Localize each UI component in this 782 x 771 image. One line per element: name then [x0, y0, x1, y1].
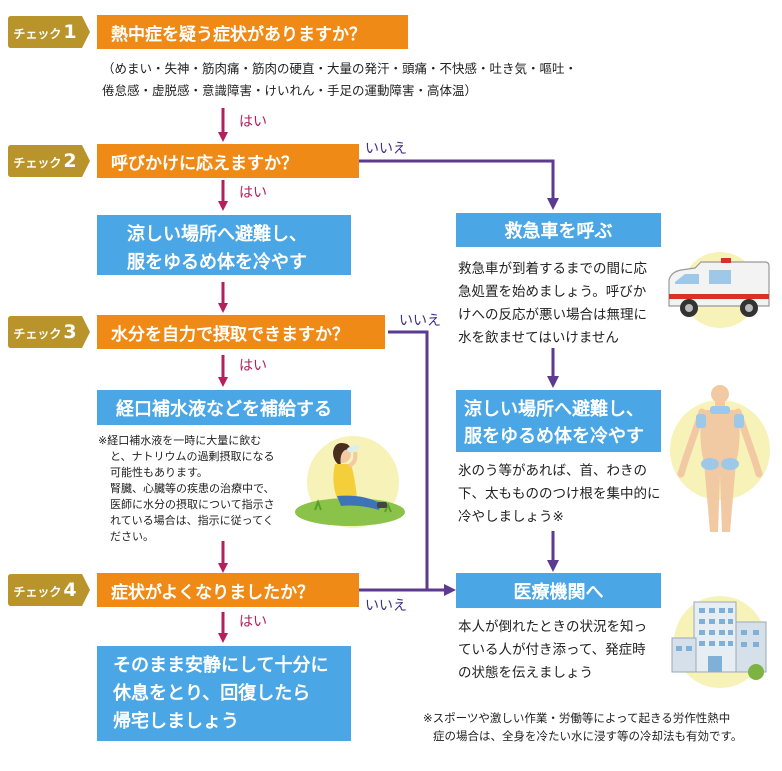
hospital-building-illustration [671, 596, 767, 688]
question-1: 熱中症を疑う症状がありますか？ [97, 15, 408, 49]
check-number: 3 [63, 321, 77, 343]
check-label: チェック [13, 27, 62, 41]
check-number: 2 [63, 150, 77, 172]
note-line: 下、太ももののつけ根を集中的に [458, 486, 661, 502]
check-number: 1 [63, 21, 77, 43]
hospital-note: 本人が倒れたときの状況を知っ ている人が付き添って、発症時 の状態を伝えましょう [458, 616, 647, 685]
note-line: 水を飲ませてはいけません [458, 330, 619, 346]
note-line: ※スポーツや激しい作業・労働等によって起きる労作性熱中 [423, 711, 731, 725]
note-line: 症の場合は、全身を冷たい水に浸す等の冷却法も有効です。 [433, 729, 743, 743]
yes-label: はい [239, 114, 267, 130]
note-line: 本人が倒れたときの状況を知っ [458, 619, 647, 635]
action-ambulance: 救急車を呼ぶ [456, 213, 661, 247]
note-line: 腎臓、心臓等の疾患の治療中で、 [110, 482, 275, 495]
note-line: れている場合は、指示に従ってく [110, 514, 274, 527]
no-label: いいえ [365, 141, 407, 157]
symptoms-line-2: 倦怠感・虚脱感・意識障害・けいれん・手足の運動障害・高体温） [102, 83, 478, 98]
footer-note: ※スポーツや激しい作業・労働等によって起きる労作性熱中 症の場合は、全身を冷たい… [423, 709, 742, 745]
action-line: 休息をとり、回復したら [113, 683, 311, 704]
action-line: 帰宅しましょう [113, 711, 239, 732]
drinking-person-illustration [295, 436, 405, 528]
action-cool-left: 涼しい場所へ避難し、 服をゆるめ体を冷やす [97, 215, 351, 275]
yes-label: はい [239, 614, 267, 630]
action-line: 服をゆるめ体を冷やす [127, 252, 307, 273]
question-3: 水分を自力で摂取できますか？ [97, 315, 385, 349]
ambulance-illustration [668, 252, 770, 328]
no-label: いいえ [365, 598, 407, 614]
check-number: 4 [63, 579, 77, 601]
action-rest: そのまま安静にして十分に 休息をとり、回復したら 帰宅しましょう [97, 646, 351, 741]
note-line: けへの反応が悪い場合は無理に [458, 307, 647, 323]
question-2: 呼びかけに応えますか？ [97, 144, 359, 178]
check-label: チェック [13, 156, 62, 170]
action-ambulance-label: 救急車を呼ぶ [504, 221, 613, 242]
action-line: 服をゆるめ体を冷やす [464, 426, 644, 447]
question-4: 症状がよくなりましたか？ [97, 573, 359, 607]
ors-note: ※経口補水液を一時に大量に飲む と、ナトリウムの過剰摂取になる 可能性もあります… [98, 433, 275, 545]
action-line: 涼しい場所へ避難し、 [127, 224, 307, 245]
action-line: そのまま安静にして十分に [113, 655, 329, 676]
note-line: 冷やしましょう※ [458, 509, 564, 525]
symptoms-line-1: （めまい・失神・筋肉痛・筋肉の硬直・大量の発汗・頭痛・不快感・吐き気・嘔吐・ [102, 61, 578, 76]
no-label: いいえ [399, 313, 441, 329]
action-hospital: 医療機関へ [456, 573, 661, 608]
action-ors-label: 経口補水液などを補給する [116, 398, 332, 420]
note-line: の状態を伝えましょう [458, 665, 593, 681]
note-line: 氷のう等があれば、首、わきの [458, 463, 647, 479]
note-line: 可能性もあります。 [110, 466, 208, 479]
note-line: と、ナトリウムの過剰摂取になる [110, 450, 275, 463]
check-label: チェック [13, 585, 62, 599]
note-line: 医師に水分の摂取について指示さ [110, 498, 275, 511]
action-ors: 経口補水液などを補給する [97, 390, 351, 425]
note-line: ている人が付き添って、発症時 [458, 642, 646, 658]
note-line: ※経口補水液を一時に大量に飲む [98, 434, 262, 447]
note-line: ださい。 [110, 530, 154, 543]
check-label: チェック [13, 327, 62, 341]
no-arrow-q2 [359, 159, 559, 210]
ambulance-note: 救急車が到着するまでの間に応 急処置を始めましょう。呼びか けへの反応が悪い場合… [458, 258, 647, 350]
yes-label: はい [239, 185, 267, 201]
action-cool-right: 涼しい場所へ避難し、 服をゆるめ体を冷やす [456, 390, 661, 452]
note-line: 救急車が到着するまでの間に応 [458, 261, 647, 277]
note-line: 急処置を始めましょう。呼びか [458, 284, 647, 300]
cooling-note: 氷のう等があれば、首、わきの 下、太ももののつけ根を集中的に 冷やしましょう※ [458, 460, 661, 529]
body-cooling-illustration [670, 385, 770, 532]
yes-label: はい [239, 358, 267, 374]
action-line: 涼しい場所へ避難し、 [464, 399, 644, 420]
no-arrow-q3 [388, 330, 429, 590]
action-hospital-label: 医療機関へ [513, 581, 604, 603]
